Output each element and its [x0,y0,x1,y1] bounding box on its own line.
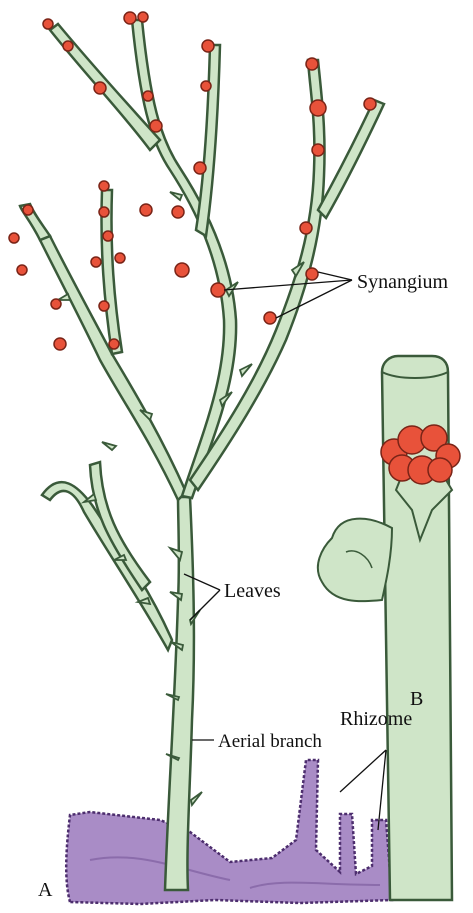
label-rhizome: Rhizome [340,708,412,730]
label-panel-a: A [38,879,53,901]
label-leaves: Leaves [224,580,281,602]
label-synangium: Synangium [357,271,449,293]
aerial-branch [20,20,384,890]
rhizome [66,760,392,904]
label-panel-b: B [410,688,423,710]
label-aerial-branch: Aerial branch [218,731,322,752]
